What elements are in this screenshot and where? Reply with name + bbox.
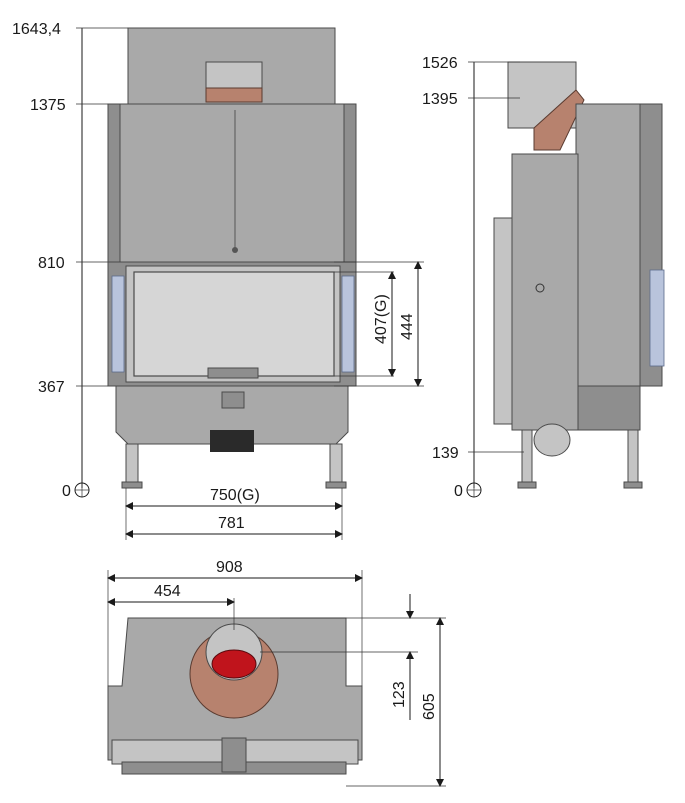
front-height-label-810: 810 [38,255,65,272]
front-view: 1643,4 1375 810 367 0 407(G) 444 750(G) … [12,21,424,540]
top-half-width-label: 454 [154,583,181,600]
overall-width-label: 781 [218,515,245,532]
front-ash-slot [210,430,254,452]
side-flue-elbow [533,89,585,151]
side-blue-panel [649,269,665,367]
side-front-door [493,217,513,425]
front-flue-damper [205,87,263,103]
front-height-label-zero: 0 [62,483,71,500]
front-left-leg [125,443,139,485]
glass-width-label: 750(G) [210,487,260,504]
top-width-label: 908 [216,559,243,576]
top-flue-offset-label: 123 [391,681,408,708]
side-view: 1526 1395 139 0 [422,55,665,500]
front-height-label-1375: 1375 [30,97,66,114]
front-door-handle [207,367,259,379]
front-glass-window [133,271,335,377]
front-right-side-panel [341,275,355,373]
front-air-control [221,391,245,409]
front-upper-body [107,103,357,263]
side-height-label-zero: 0 [454,483,463,500]
front-left-side-panel [111,275,125,373]
front-right-leg [329,443,343,485]
side-height-label-1395: 1395 [422,91,458,108]
front-height-label-top: 1643,4 [12,21,61,38]
top-flue-opening [211,649,257,679]
side-height-label-139: 139 [432,445,459,462]
side-main-body [511,153,579,431]
top-depth-label: 605 [421,693,438,720]
side-height-label-1526: 1526 [422,55,458,72]
glass-height-label: 407(G) [373,294,390,344]
side-air-inlet [533,423,571,457]
top-view: 908 454 123 605 [107,559,446,787]
side-rear-housing [575,103,641,387]
front-height-label-367: 367 [38,379,65,396]
opening-height-label: 444 [399,313,416,340]
